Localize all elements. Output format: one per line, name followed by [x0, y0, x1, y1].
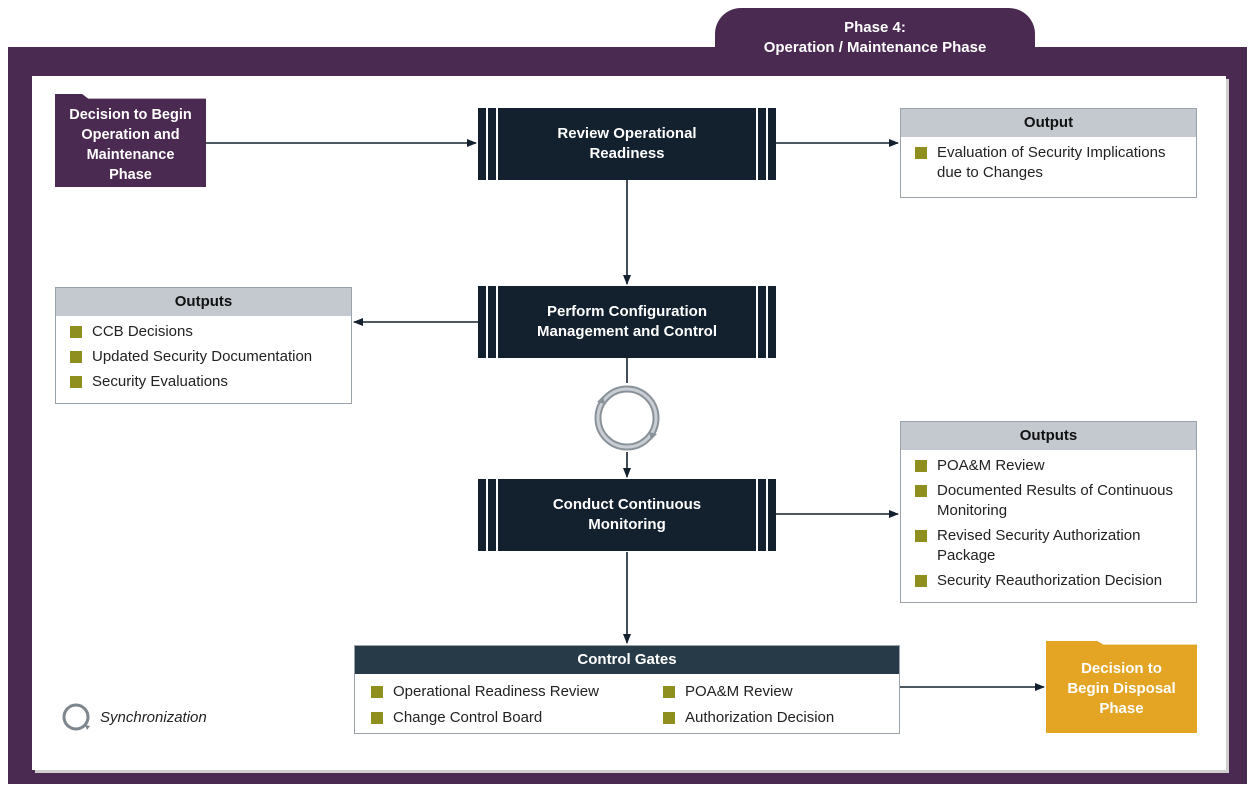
- legend-label: Synchronization: [100, 709, 207, 726]
- list-item: Authorization Decision: [663, 708, 834, 728]
- list-item: Security Evaluations: [70, 372, 345, 392]
- phase-title-line2: Operation / Maintenance Phase: [763, 39, 987, 56]
- end-decision-label: Decision to Begin Disposal Phase: [1067, 660, 1176, 717]
- phase-title-line1: Phase 4:: [844, 19, 906, 36]
- list-item: Operational Readiness Review: [371, 682, 663, 702]
- list-item: Revised Security Authorization Package: [915, 526, 1190, 566]
- outputs-monitoring-box: Outputs POA&M Review Documented Results …: [900, 421, 1197, 603]
- phase-title: Phase 4: Operation / Maintenance Phase: [715, 18, 1035, 58]
- list-item: CCB Decisions: [70, 322, 345, 342]
- list-item: POA&M Review: [915, 456, 1190, 476]
- list-item: Security Reauthorization Decision: [915, 571, 1190, 591]
- synchronization-icon: [594, 385, 660, 451]
- phase-tab: [715, 8, 1035, 54]
- legend-sync-icon: [62, 703, 90, 731]
- end-decision-shape: [1046, 641, 1197, 733]
- list-item: Documented Results of Continuous Monitor…: [915, 481, 1190, 521]
- outputs-monitoring-title: Outputs: [901, 422, 1196, 450]
- list-item: POA&M Review: [663, 682, 834, 702]
- outputs-config-title: Outputs: [56, 288, 351, 316]
- outputs-config-box: Outputs CCB Decisions Updated Security D…: [55, 287, 352, 404]
- control-gates-box: Control Gates Operational Readiness Revi…: [354, 645, 900, 734]
- control-gates-title: Control Gates: [355, 646, 899, 674]
- start-decision-shape: [55, 94, 206, 187]
- list-item: Evaluation of Security Implications due …: [915, 143, 1190, 183]
- output-review-title: Output: [901, 109, 1196, 137]
- list-item: Change Control Board: [371, 708, 663, 728]
- output-review-box: Output Evaluation of Security Implicatio…: [900, 108, 1197, 198]
- list-item: Updated Security Documentation: [70, 347, 345, 367]
- start-decision-label: Decision to Begin Operation and Maintena…: [69, 107, 192, 183]
